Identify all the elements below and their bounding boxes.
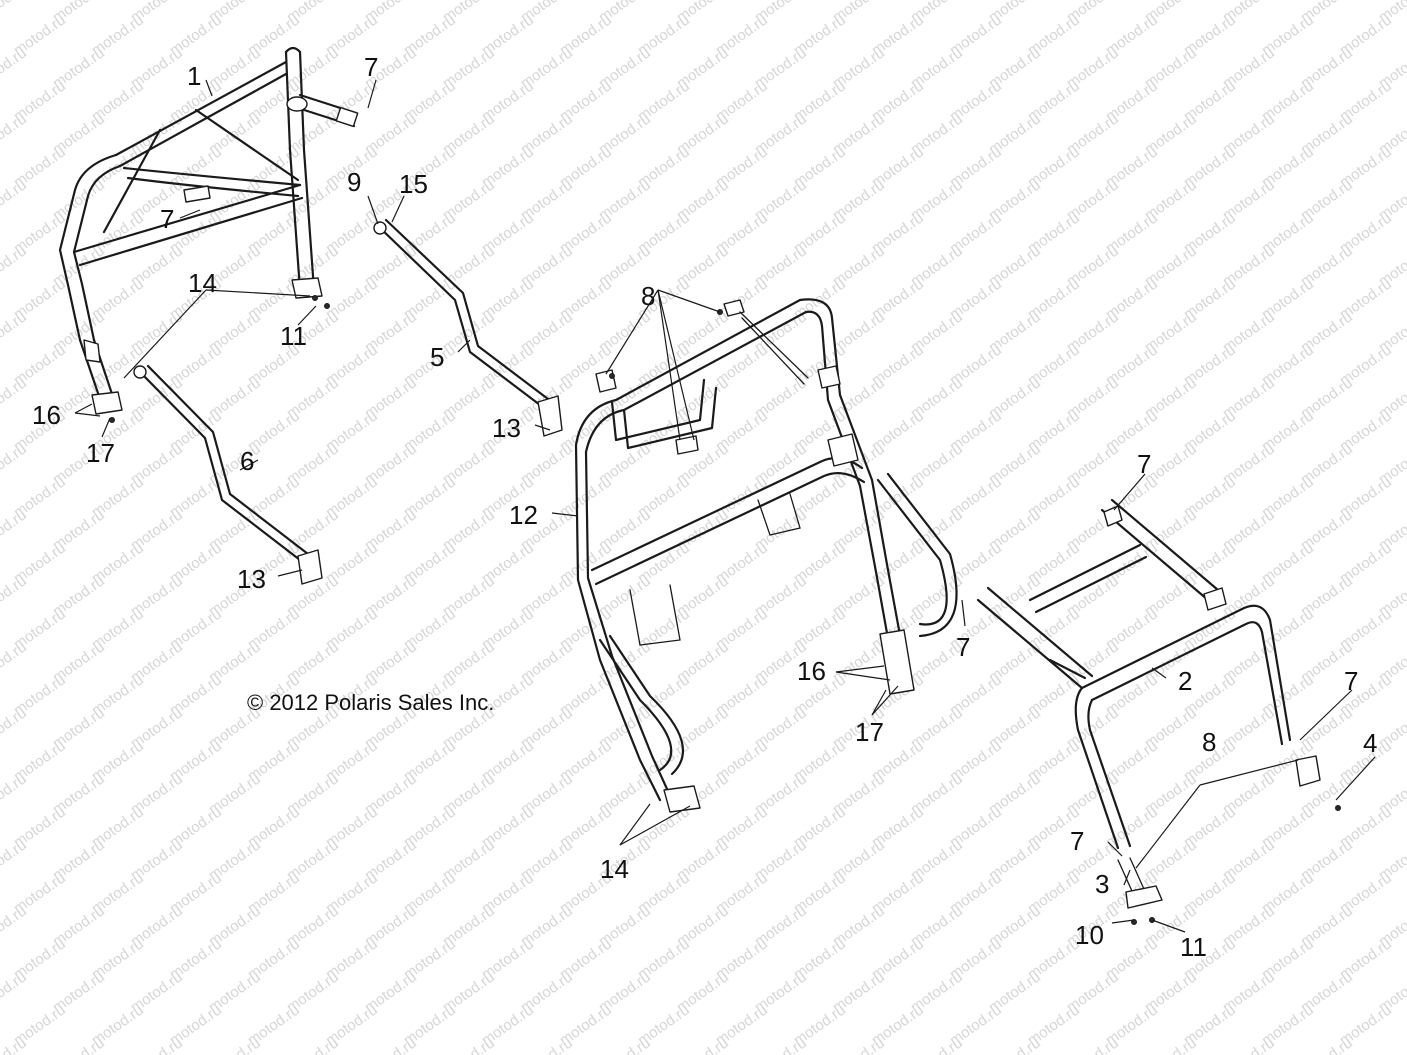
- watermark-text: motod.ru: [1220, 1034, 1278, 1055]
- watermark-text: motod.ru: [986, 1034, 1044, 1055]
- callout-11: 11: [280, 321, 307, 351]
- callout-7: 7: [1070, 826, 1084, 856]
- watermark-text: motod.ru: [50, 1034, 108, 1055]
- watermark-text: motod.ru: [1376, 1034, 1407, 1055]
- callout-5: 5: [430, 342, 444, 372]
- callout-16: 16: [32, 400, 61, 430]
- watermark-text: motod.ru: [518, 1034, 576, 1055]
- callout-7: 7: [1137, 449, 1151, 479]
- watermark-text: motod.ru: [206, 1034, 264, 1055]
- watermark-text: motod.ru: [362, 1034, 420, 1055]
- watermark-text: motod.ru: [440, 1034, 498, 1055]
- watermark-text: motod.ru: [0, 0, 30, 26]
- watermark-text: motod.ru: [284, 1034, 342, 1055]
- callout-8: 8: [641, 281, 655, 311]
- callout-4: 4: [1363, 728, 1377, 758]
- callout-17: 17: [86, 438, 115, 468]
- callout-7: 7: [364, 52, 378, 82]
- callout-15: 15: [399, 169, 428, 199]
- watermark-text: motod.ru: [830, 1034, 888, 1055]
- callout-2: 2: [1178, 666, 1192, 696]
- callout-10: 10: [1075, 920, 1104, 950]
- callout-11: 11: [1180, 932, 1207, 962]
- copyright-notice: © 2012 Polaris Sales Inc.: [247, 690, 494, 715]
- callout-16: 16: [797, 656, 826, 686]
- callout-7: 7: [1344, 666, 1358, 696]
- callout-8: 8: [1202, 727, 1216, 757]
- watermark-text: motod.ru: [674, 1034, 732, 1055]
- callout-7: 7: [956, 632, 970, 662]
- callout-6: 6: [240, 446, 254, 476]
- watermark-text: motod.ru: [596, 1034, 654, 1055]
- watermark-text: motod.ru: [1298, 1034, 1356, 1055]
- watermark-text: motod.ru: [128, 1034, 186, 1055]
- callout-17: 17: [855, 717, 884, 747]
- callout-3: 3: [1095, 869, 1109, 899]
- callout-13: 13: [492, 413, 521, 443]
- callout-1: 1: [187, 61, 201, 91]
- callout-12: 12: [509, 500, 538, 530]
- watermark-text: motod.ru: [752, 1034, 810, 1055]
- watermark-text: motod.ru: [908, 1034, 966, 1055]
- watermark-text: motod.ru: [1064, 1034, 1122, 1055]
- callout-14: 14: [600, 854, 629, 884]
- callout-7: 7: [160, 204, 174, 234]
- watermark-text: motod.ru: [1142, 1034, 1200, 1055]
- callout-9: 9: [347, 167, 361, 197]
- callout-13: 13: [237, 564, 266, 594]
- callout-14: 14: [188, 268, 217, 298]
